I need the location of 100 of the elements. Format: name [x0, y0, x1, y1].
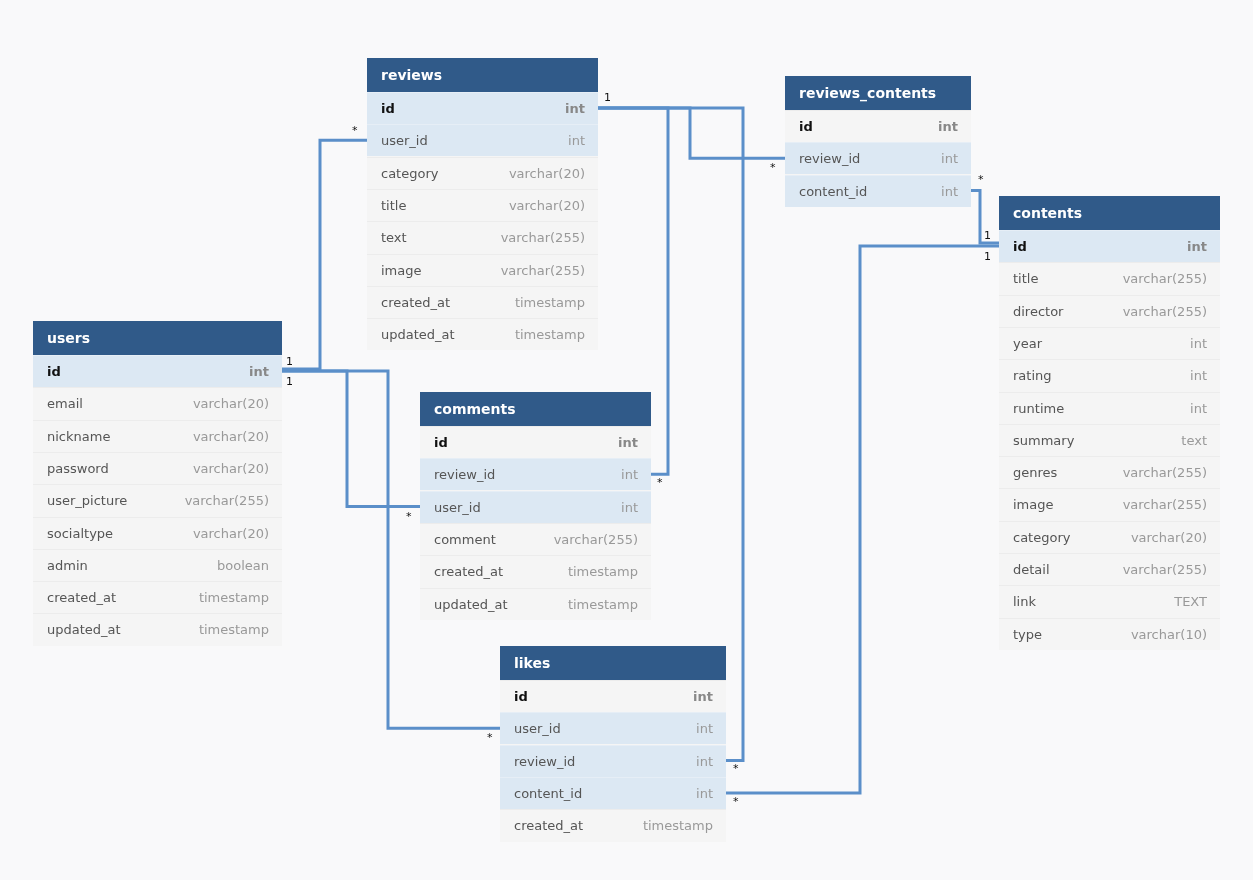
table-name: users: [33, 321, 282, 355]
column-type: int: [565, 100, 585, 118]
column-type: varchar(255): [184, 492, 269, 511]
table-name: reviews: [367, 58, 598, 92]
column-type: timestamp: [642, 817, 713, 836]
column-name: rating: [1013, 367, 1052, 386]
column-row: [500, 744, 726, 777]
table-card: [33, 321, 282, 646]
column-name: link: [1013, 593, 1036, 612]
column-name: review_id: [514, 752, 576, 771]
column-name: user_id: [434, 498, 481, 517]
table-card: [999, 196, 1220, 650]
column-type: timestamp: [567, 563, 638, 582]
cardinality-mark: 1: [286, 376, 293, 388]
column-type: int: [941, 182, 958, 201]
column-row: [420, 458, 651, 491]
cardinality-mark: *: [978, 174, 984, 186]
column-name: password: [47, 459, 109, 478]
column-type: int: [696, 720, 713, 739]
column-name: title: [381, 196, 407, 215]
table-card: [500, 646, 726, 842]
column-name: content_id: [514, 784, 583, 803]
column-name: admin: [47, 556, 88, 575]
cardinality-mark: 1: [984, 251, 991, 263]
column-type: timestamp: [567, 595, 638, 614]
column-row: [367, 92, 598, 124]
cardinality-mark: *: [406, 511, 412, 523]
table-card: [367, 58, 598, 351]
column-type: timestamp: [198, 589, 269, 608]
column-name: user_id: [514, 720, 561, 739]
cardinality-mark: 1: [984, 230, 991, 242]
column-type: varchar(255): [1122, 561, 1207, 579]
relation-line: [726, 244, 999, 795]
column-type: varchar(20): [508, 164, 585, 183]
column-name: id: [381, 100, 395, 118]
column-name: updated_at: [381, 326, 455, 345]
column-type: int: [621, 466, 638, 485]
column-name: director: [1013, 302, 1064, 321]
column-type: int: [1187, 238, 1207, 256]
column-name: comment: [434, 530, 496, 549]
column-type: boolean: [217, 556, 269, 575]
column-type: varchar(20): [508, 196, 585, 215]
column-name: nickname: [47, 427, 111, 446]
column-name: user_picture: [47, 492, 128, 511]
column-name: user_id: [381, 132, 428, 151]
cardinality-mark: 1: [604, 92, 611, 104]
table-name: comments: [420, 392, 651, 426]
column-type: int: [696, 784, 713, 803]
column-type: varchar(255): [1122, 302, 1207, 321]
column-row: [500, 776, 726, 809]
table-name: reviews_contents: [785, 76, 971, 110]
column-name: content_id: [799, 182, 868, 201]
cardinality-mark: *: [657, 477, 663, 489]
column-type: int: [696, 752, 713, 771]
column-name: updated_at: [434, 595, 508, 614]
column-name: genres: [1013, 464, 1058, 483]
column-type: timestamp: [198, 621, 269, 640]
column-name: summary: [1013, 431, 1075, 450]
column-type: varchar(255): [1122, 464, 1207, 483]
column-type: int: [938, 118, 958, 136]
column-type: TEXT: [1174, 593, 1207, 612]
cardinality-mark: 1: [286, 356, 293, 368]
relation-line: [282, 369, 500, 730]
column-type: text: [1181, 431, 1207, 450]
column-type: varchar(255): [1122, 270, 1207, 289]
cardinality-mark: *: [733, 763, 739, 775]
cardinality-mark: *: [487, 732, 493, 744]
column-name: title: [1013, 270, 1039, 289]
column-name: image: [1013, 496, 1054, 515]
column-name: created_at: [47, 589, 117, 608]
table-name: contents: [999, 196, 1220, 230]
column-type: timestamp: [514, 326, 585, 345]
column-row: [785, 142, 971, 175]
relation-line: [971, 189, 999, 245]
column-name: created_at: [434, 563, 504, 582]
column-name: created_at: [514, 817, 584, 836]
column-type: varchar(255): [500, 261, 585, 280]
column-type: varchar(10): [1130, 625, 1207, 644]
column-name: detail: [1013, 561, 1050, 579]
column-name: id: [799, 118, 813, 136]
column-type: varchar(255): [1122, 496, 1207, 515]
table-name: likes: [500, 646, 726, 680]
column-name: type: [1013, 625, 1043, 644]
column-type: int: [1190, 334, 1207, 353]
column-row: [999, 230, 1220, 262]
column-name: category: [381, 164, 439, 183]
column-type: timestamp: [514, 293, 585, 312]
column-name: email: [47, 395, 83, 414]
column-name: category: [1013, 528, 1071, 547]
cardinality-mark: *: [770, 162, 776, 174]
column-name: runtime: [1013, 399, 1065, 418]
column-type: varchar(20): [1130, 528, 1207, 547]
column-name: socialtype: [47, 524, 114, 543]
column-name: id: [434, 434, 448, 452]
cardinality-mark: *: [352, 125, 358, 137]
column-name: id: [1013, 238, 1027, 256]
column-name: id: [47, 363, 61, 381]
column-type: int: [941, 150, 958, 169]
column-name: year: [1013, 334, 1042, 353]
column-name: text: [381, 229, 407, 248]
